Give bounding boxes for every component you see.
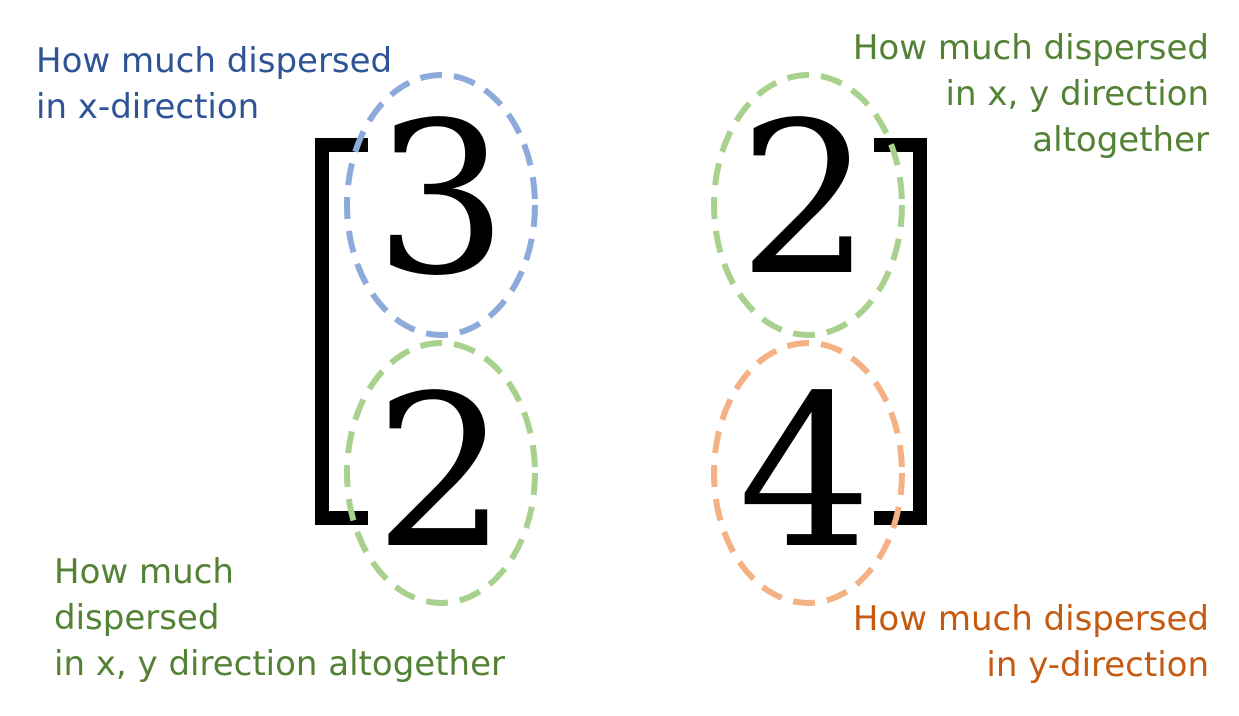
label-y-dispersion: How much dispersed in y-direction bbox=[852, 599, 1209, 685]
matrix-entry-a11: 3 bbox=[374, 77, 508, 322]
matrix-entry-a22: 4 bbox=[738, 350, 872, 595]
label-xy-dispersion-bottom: How much dispersed in x, y direction alt… bbox=[54, 552, 505, 684]
label-x-dispersion: How much dispersed in x-direction bbox=[36, 41, 393, 127]
matrix-entry-a21: 2 bbox=[374, 350, 508, 595]
left-bracket bbox=[315, 138, 368, 525]
ellipse-a21 bbox=[344, 340, 538, 606]
ellipse-a12 bbox=[711, 72, 905, 338]
matrix-entry-a12: 2 bbox=[738, 77, 872, 322]
ellipse-a11 bbox=[344, 72, 538, 338]
ellipse-a22 bbox=[711, 340, 905, 606]
right-bracket bbox=[874, 138, 927, 525]
label-xy-dispersion-top: How much dispersed in x, y direction alt… bbox=[852, 28, 1209, 160]
